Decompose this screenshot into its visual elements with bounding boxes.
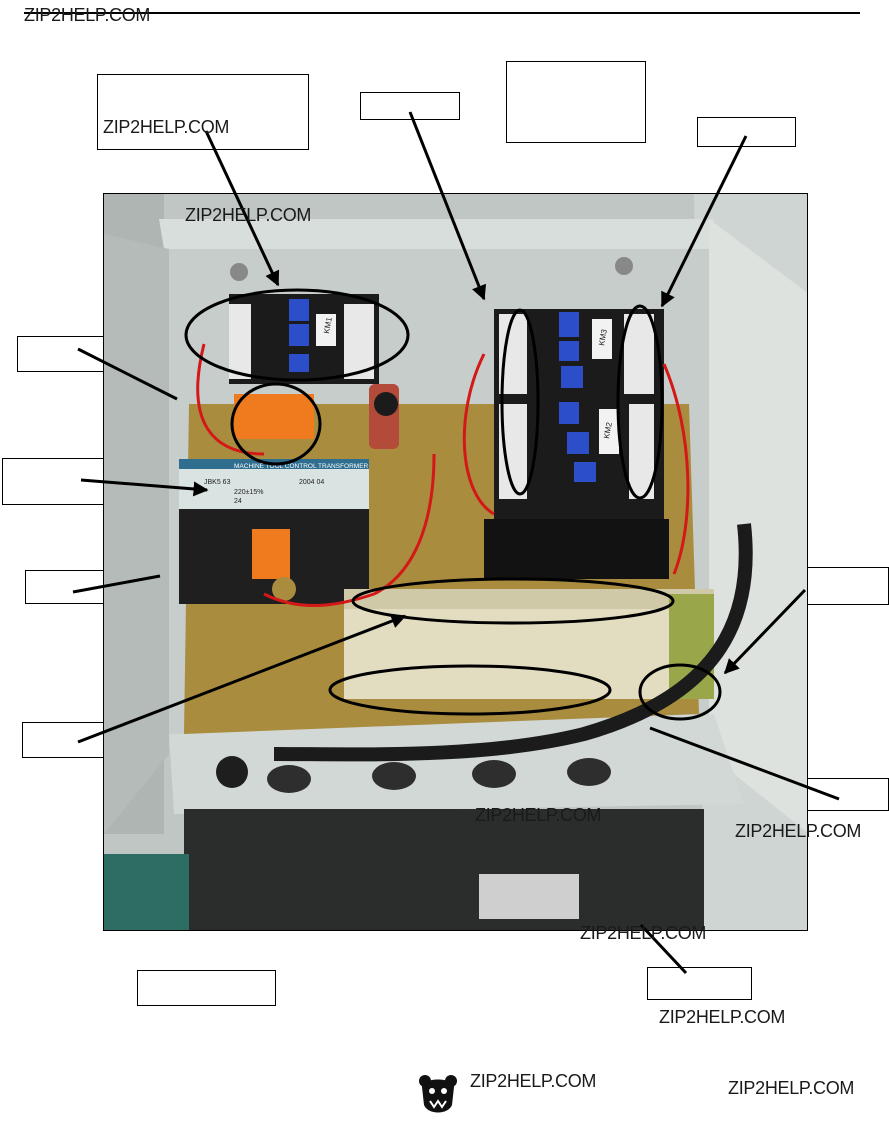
circle-terminal-top <box>351 577 675 625</box>
circle-km1 <box>184 288 410 382</box>
transformer-title: MACHINE TOOL CONTROL TRANSFORMER <box>234 463 369 470</box>
watermark-header: ZIP2HELP.COM <box>24 5 151 25</box>
transformer-model: JBK5 63 <box>204 479 231 486</box>
watermark-4: ZIP2HELP.COM <box>735 821 862 841</box>
line-7 <box>72 574 161 594</box>
transformer-date: 2004 04 <box>299 479 324 486</box>
callout-box-4 <box>697 117 796 147</box>
transformer-vin: 220±15% <box>234 489 264 496</box>
orange-terminal-block <box>234 394 314 439</box>
arrow-1 <box>204 130 280 287</box>
callout-box-11 <box>137 970 276 1006</box>
fuse-holder <box>369 384 399 449</box>
transformer-vout: 24 <box>234 498 242 505</box>
watermark-2: ZIP2HELP.COM <box>185 205 312 225</box>
callout-box-12 <box>647 967 752 1000</box>
circle-ground-terminal <box>638 663 722 721</box>
watermark-8: ZIP2HELP.COM <box>728 1078 855 1098</box>
arrow-2 <box>408 111 487 301</box>
line-10 <box>649 726 840 801</box>
callout-box-1 <box>97 74 309 150</box>
km2-label: KM2 <box>602 421 614 439</box>
control-transformer: MACHINE TOOL CONTROL TRANSFORMER JBK5 63… <box>179 459 369 604</box>
cable-glands <box>267 758 611 793</box>
arrow-3 <box>660 135 748 308</box>
watermark-6: ZIP2HELP.COM <box>659 1007 786 1027</box>
arrow-9 <box>77 613 407 744</box>
callout-box-3 <box>506 61 646 143</box>
watermark-1: ZIP2HELP.COM <box>103 117 230 137</box>
circle-orange-block <box>230 382 322 466</box>
watermark-7: ZIP2HELP.COM <box>470 1071 597 1091</box>
header-rule <box>24 12 860 14</box>
line-12 <box>639 923 688 975</box>
arrow-6 <box>80 478 209 497</box>
watermark-5: ZIP2HELP.COM <box>580 923 707 943</box>
circle-contactor-left <box>500 308 540 496</box>
power-cable <box>273 523 753 762</box>
km3-label: KM3 <box>597 328 609 346</box>
circle-contactor-right <box>616 304 664 500</box>
arrow-8 <box>723 588 807 675</box>
contactor-km3: KM3 <box>494 309 664 399</box>
circle-terminal-bottom <box>328 664 612 716</box>
contactor-km1: KM1 <box>229 294 379 384</box>
bear-logo-icon <box>419 1075 457 1113</box>
km1-label: KM1 <box>322 316 334 334</box>
terminal-strip <box>344 589 714 699</box>
line-5 <box>77 347 178 401</box>
watermark-3: ZIP2HELP.COM <box>475 805 602 825</box>
